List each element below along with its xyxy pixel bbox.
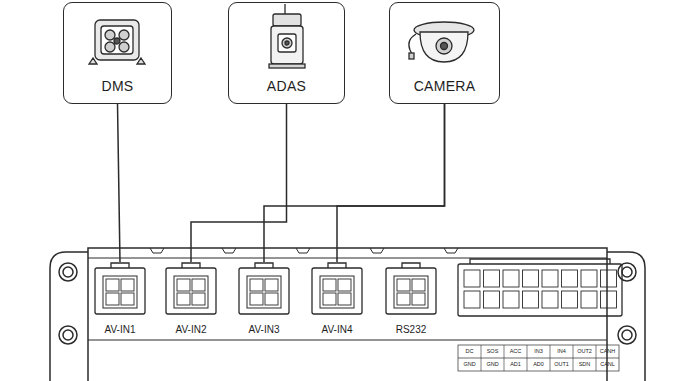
- pin-name: GND: [458, 359, 481, 370]
- dms-camera-icon: [89, 20, 145, 64]
- device-box: ADAS: [228, 2, 345, 104]
- input-port: AV-IN3: [234, 262, 294, 336]
- adas-camera-icon: [269, 4, 305, 68]
- device-box: CAMERA: [389, 2, 500, 104]
- cable: [337, 104, 445, 262]
- cable: [264, 104, 445, 262]
- port-name: AV-IN3: [249, 324, 280, 336]
- pin-name: SOS: [481, 346, 504, 357]
- pin-name: ACC: [504, 346, 527, 357]
- input-port: RS232: [381, 262, 441, 336]
- pin-name: OUT1: [550, 359, 573, 370]
- pin-name: CANL: [596, 359, 619, 370]
- port-name: AV-IN2: [176, 324, 207, 336]
- port-name: AV-IN1: [105, 324, 136, 336]
- pin-name: GND: [481, 359, 504, 370]
- pin-name: IN3: [527, 346, 550, 357]
- device-name: DMS: [101, 78, 133, 94]
- cable: [191, 104, 287, 262]
- cable: [118, 104, 121, 262]
- power-connector: [458, 259, 622, 371]
- port-connectors: [95, 263, 436, 314]
- device-name: CAMERA: [414, 78, 476, 94]
- port-name: RS232: [396, 324, 427, 336]
- port-name: AV-IN4: [322, 324, 353, 336]
- pin-name: IN4: [550, 346, 573, 357]
- input-port: AV-IN1: [90, 262, 150, 336]
- pin-name: DC: [458, 346, 481, 357]
- pin-name: AD1: [504, 359, 527, 370]
- dome-camera-icon: [409, 22, 474, 62]
- pin-name: OUT2: [573, 346, 596, 357]
- pin-name: CANH: [596, 346, 619, 357]
- pin-name: AD0: [527, 359, 550, 370]
- input-port: AV-IN4: [307, 262, 367, 336]
- device-name: ADAS: [267, 78, 306, 94]
- housing: [50, 248, 645, 381]
- device-box: DMS: [63, 2, 172, 104]
- pin-name: SDN: [573, 359, 596, 370]
- input-port: AV-IN2: [161, 262, 221, 336]
